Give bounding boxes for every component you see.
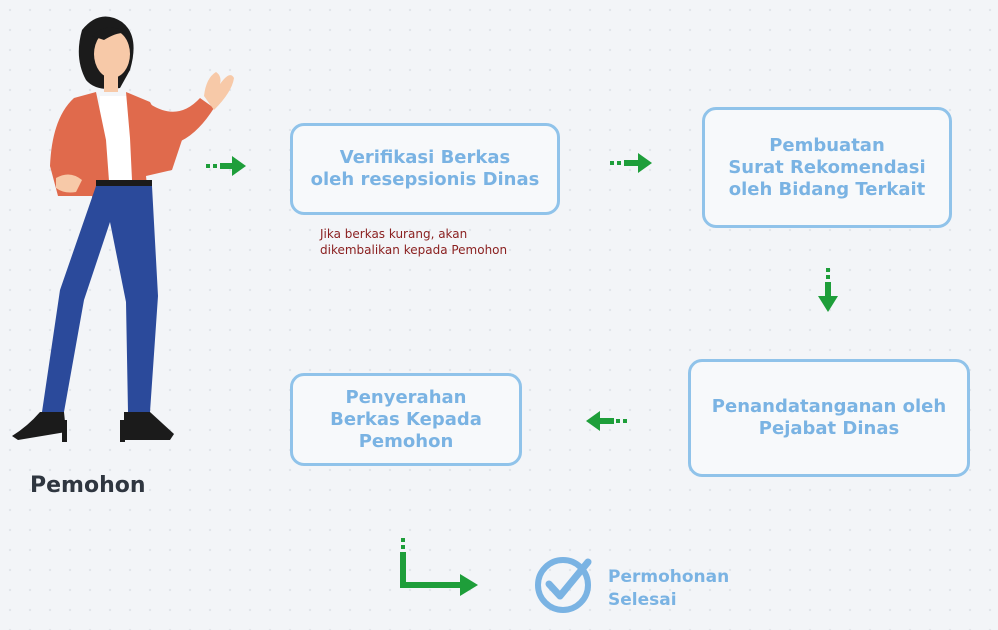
step-penandatanganan: Penandatanganan oleh Pejabat Dinas [688, 359, 970, 477]
check-circle-icon [535, 557, 592, 613]
step-penyerahan-line-1: Penyerahan [345, 386, 467, 408]
return-note: Jika berkas kurang, akan dikembalikan ke… [320, 226, 507, 258]
step-pembuatan: Pembuatan Surat Rekomendasi oleh Bidang … [702, 107, 952, 228]
step-pembuatan-line-3: oleh Bidang Terkait [728, 178, 926, 200]
finish-label-line-1: Permohonan [608, 567, 730, 587]
arrow-right-icon [610, 153, 652, 173]
return-note-line-2: dikembalikan kepada Pemohon [320, 243, 508, 257]
step-verifikasi: Verifikasi Berkas oleh resepsionis Dinas [290, 123, 560, 215]
arrow-left-icon [586, 411, 627, 431]
step-verifikasi-line-1: Verifikasi Berkas [339, 147, 511, 168]
arrow-elbow-icon [400, 538, 478, 596]
step-penyerahan: Penyerahan Berkas Kepada Pemohon [290, 373, 522, 466]
step-pembuatan-line-2: Surat Rekomendasi [728, 156, 926, 178]
return-note-line-1: Jika berkas kurang, akan [320, 227, 468, 241]
step-pembuatan-line-1: Pembuatan [769, 134, 885, 156]
step-penyerahan-line-3: Pemohon [358, 430, 454, 452]
step-penandatanganan-line-1: Penandatanganan oleh [711, 396, 947, 417]
finish-label-line-2: Selesai [608, 590, 677, 610]
arrow-right-icon [206, 156, 246, 176]
finish-label: Permohonan Selesai [608, 566, 729, 612]
step-penyerahan-line-2: Berkas Kepada [330, 408, 482, 430]
person-label: Pemohon [30, 473, 146, 498]
step-penandatanganan-line-2: Pejabat Dinas [758, 418, 900, 439]
arrow-down-icon [818, 268, 838, 312]
step-verifikasi-line-2: oleh resepsionis Dinas [310, 169, 540, 190]
